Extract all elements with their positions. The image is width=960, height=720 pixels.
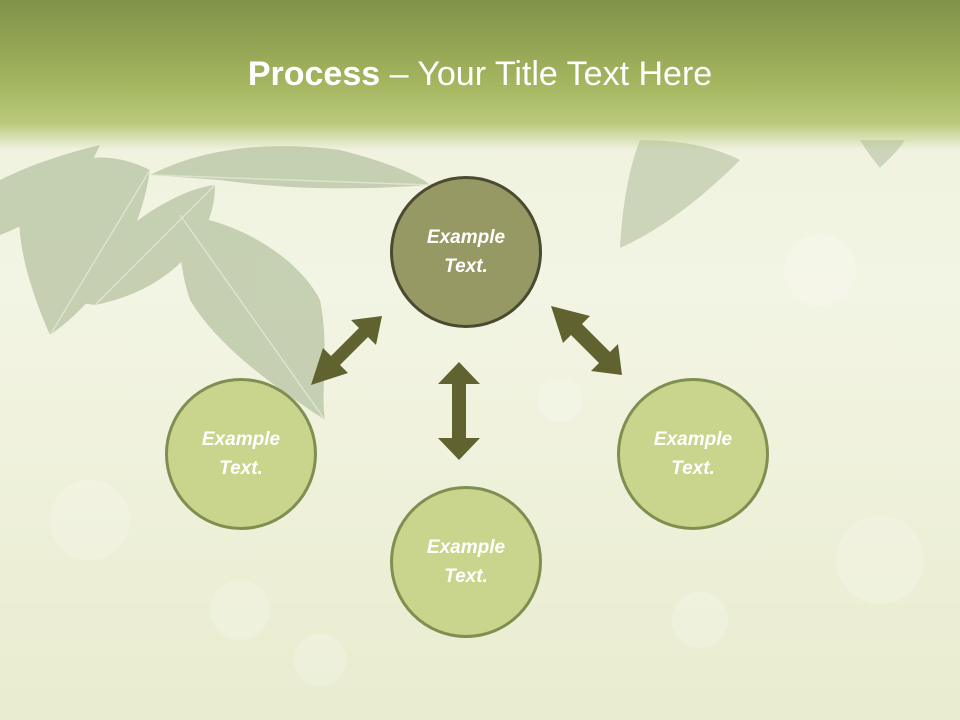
- title-header: [0, 0, 960, 150]
- leaf-veins: [49, 169, 431, 421]
- node-right-line1: Example: [653, 429, 733, 450]
- arrow-top-bottom: [438, 362, 480, 460]
- bokeh-circles: [50, 234, 924, 686]
- node-right-line2: Text.: [671, 458, 715, 479]
- node-left-line1: Example: [201, 429, 281, 450]
- arrow-top-left: [311, 316, 382, 385]
- slide-title: Process – Your Title Text Here: [0, 52, 960, 96]
- arrow-top-right: [551, 306, 622, 375]
- process-node-top: Example Text.: [390, 176, 542, 328]
- process-node-left: Example Text.: [165, 378, 317, 530]
- leaf-2: [60, 185, 215, 305]
- node-top-line2: Text.: [444, 256, 488, 277]
- node-bottom-line2: Text.: [444, 566, 488, 587]
- node-top-line1: Example: [426, 227, 506, 248]
- leaf-6: [620, 140, 740, 248]
- leaf-5: [0, 145, 100, 235]
- node-left-line2: Text.: [219, 458, 263, 479]
- process-node-bottom: Example Text.: [390, 486, 542, 638]
- title-rest: – Your Title Text Here: [380, 55, 713, 93]
- process-node-right: Example Text.: [617, 378, 769, 530]
- node-bottom-line1: Example: [426, 537, 506, 558]
- title-bold: Process: [247, 55, 381, 93]
